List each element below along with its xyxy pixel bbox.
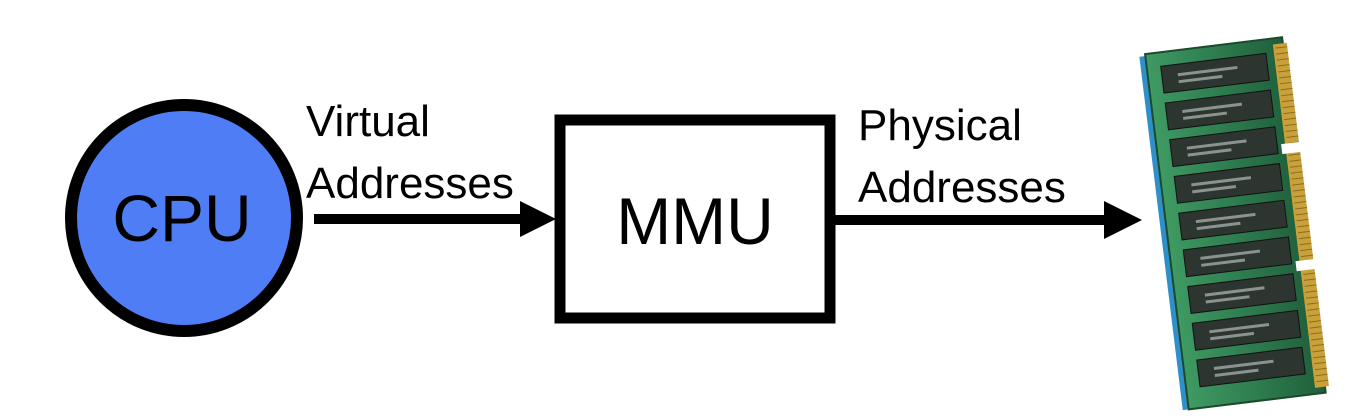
ram-module-icon xyxy=(1139,36,1329,411)
ram-pin xyxy=(1296,218,1309,222)
cpu-node: CPU xyxy=(65,99,303,337)
ram-pin xyxy=(1309,326,1322,329)
ram-pin xyxy=(1308,320,1321,323)
ram-pin xyxy=(1282,105,1295,109)
ram-chip xyxy=(1191,309,1302,351)
ram-chip-marking xyxy=(1177,65,1238,77)
ram-chip-marking xyxy=(1187,148,1232,157)
ram-pin xyxy=(1279,81,1292,85)
ram-chip xyxy=(1196,346,1306,388)
ram-chip-marking xyxy=(1213,359,1274,371)
ram-pin xyxy=(1314,361,1327,365)
ram-pin xyxy=(1289,159,1302,162)
ram-chip-marking xyxy=(1214,368,1259,377)
ram-chip-marking xyxy=(1204,286,1265,297)
physical-label-line1: Physical xyxy=(858,101,1022,150)
ram-chip xyxy=(1164,89,1275,131)
ram-pin xyxy=(1288,153,1301,156)
ram-chip xyxy=(1178,199,1288,241)
ram-chip-marking xyxy=(1205,295,1250,304)
ram-chip-marking xyxy=(1183,111,1228,120)
ram-pin xyxy=(1314,367,1327,371)
ram-pin xyxy=(1276,52,1289,55)
ram-chip-marking xyxy=(1191,176,1252,187)
ram-pin xyxy=(1286,135,1299,138)
ram-chip-marking xyxy=(1201,258,1246,267)
ram-pin xyxy=(1297,230,1310,234)
ram-chips xyxy=(1160,52,1306,388)
ram-contacts xyxy=(1272,42,1329,388)
ram-pin xyxy=(1284,123,1297,127)
ram-chip xyxy=(1173,162,1284,204)
ram-chip-marking xyxy=(1186,139,1247,150)
ram-pin xyxy=(1278,70,1291,73)
physical-address-arrow: Physical Addresses xyxy=(832,101,1142,239)
ram-pin xyxy=(1308,314,1321,317)
ram-chip-marking xyxy=(1192,185,1237,194)
ram-pin xyxy=(1311,338,1324,341)
ram-pin xyxy=(1304,284,1317,287)
ram-pin xyxy=(1305,296,1319,299)
ram-pin xyxy=(1310,332,1323,335)
mmu-node: MMU xyxy=(554,114,836,324)
ram-chip-marking xyxy=(1210,331,1255,341)
ram-pin xyxy=(1292,183,1305,186)
ram-pin xyxy=(1300,254,1313,258)
ram-chip-marking xyxy=(1195,212,1256,224)
virtual-arrowhead xyxy=(520,201,556,237)
ram-chip-marking xyxy=(1196,221,1241,231)
ram-pin xyxy=(1298,236,1311,240)
ram-pin xyxy=(1292,189,1305,192)
virtual-label-line2: Addresses xyxy=(306,159,514,208)
ram-pin xyxy=(1295,207,1308,210)
physical-label-line2: Addresses xyxy=(858,163,1066,212)
physical-arrowhead xyxy=(1104,201,1142,239)
ram-pin xyxy=(1281,93,1294,97)
ram-pin xyxy=(1290,171,1303,174)
ram-pin xyxy=(1315,373,1328,377)
ram-chip xyxy=(1182,236,1293,278)
ram-pin xyxy=(1300,248,1313,252)
ram-pin xyxy=(1316,379,1329,383)
ram-pin xyxy=(1280,87,1293,91)
ram-pin xyxy=(1294,201,1307,204)
ram-pin xyxy=(1303,272,1316,275)
ram-pin xyxy=(1312,349,1325,353)
ram-pin xyxy=(1306,302,1319,305)
ram-chip-marking xyxy=(1209,323,1270,334)
mmu-label: MMU xyxy=(616,184,774,258)
ram-pin xyxy=(1297,224,1310,228)
ram-chip xyxy=(1187,273,1297,314)
ram-pin xyxy=(1305,290,1318,293)
ram-pin xyxy=(1293,195,1306,198)
ram-chip-marking xyxy=(1178,74,1223,84)
ram-pin xyxy=(1275,46,1288,49)
ram-pin xyxy=(1307,308,1320,311)
virtual-label-line1: Virtual xyxy=(306,97,430,146)
mmu-box xyxy=(554,114,836,324)
ram-pin xyxy=(1276,58,1289,61)
ram-pin xyxy=(1303,278,1316,281)
ram-pin xyxy=(1289,165,1302,168)
ram-chip xyxy=(1160,52,1270,94)
ram-pin xyxy=(1277,64,1290,67)
ram-pin xyxy=(1313,355,1326,359)
ram-pin xyxy=(1311,343,1324,347)
ram-pin xyxy=(1281,99,1294,103)
ram-chip xyxy=(1169,126,1279,168)
ram-chip-marking xyxy=(1200,249,1261,260)
ram-pin xyxy=(1278,75,1291,79)
ram-pin xyxy=(1284,117,1297,121)
ram-chip-marking xyxy=(1182,102,1243,113)
ram-pin xyxy=(1285,129,1298,133)
ram-pin xyxy=(1299,242,1312,246)
cpu-label: CPU xyxy=(112,181,251,255)
ram-pin xyxy=(1291,177,1304,180)
ram-pin xyxy=(1295,212,1308,216)
cpu-circle xyxy=(65,99,303,337)
virtual-address-arrow: Virtual Addresses xyxy=(306,97,556,237)
ram-pin xyxy=(1283,111,1296,115)
